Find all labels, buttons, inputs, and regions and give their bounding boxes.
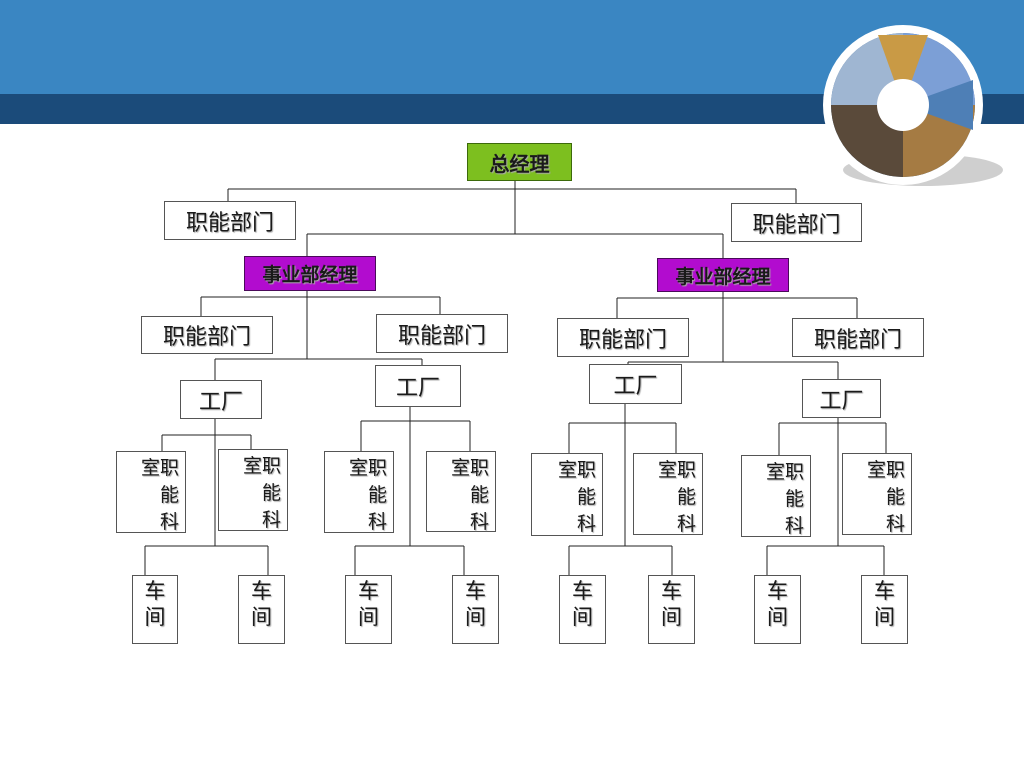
workshop-text-line-1: 车 [767,579,788,603]
decorative-photo-circle [823,25,1003,186]
section-text-line-3: 科 [885,513,905,535]
section-text-line-1: 室职 [140,457,179,479]
section-text-line-2: 能 [367,484,387,506]
section-text-line-1: 室职 [866,459,905,481]
section-text-line-3: 科 [469,511,489,533]
workshop-box: 车 间 [238,575,285,644]
functional-dept-box: 职能部门 [164,201,296,240]
workshop-box: 车 间 [648,575,695,644]
workshop-box: 车 间 [452,575,499,644]
section-box: 室职 能 科 [116,451,186,533]
workshop-text-line-1: 车 [661,579,682,603]
factory-box: 工厂 [180,380,262,419]
section-text-line-2: 能 [261,482,281,504]
workshop-text-line-1: 车 [251,579,272,603]
workshop-text-line-2: 间 [874,605,895,629]
section-text-line-3: 科 [367,511,387,533]
workshop-text-line-2: 间 [572,605,593,629]
workshop-text-line-1: 车 [358,579,379,603]
section-text-line-1: 室职 [242,455,281,477]
section-text-line-2: 能 [469,484,489,506]
functional-dept-box: 职能部门 [376,314,508,353]
functional-dept-box: 职能部门 [792,318,924,357]
factory-box: 工厂 [375,365,461,407]
division-manager-box: 事业部经理 [244,256,376,291]
factory-box: 工厂 [802,379,881,418]
workshop-text-line-2: 间 [661,605,682,629]
workshop-text-line-1: 车 [144,579,166,603]
workshop-text-line-1: 车 [572,579,593,603]
workshop-box: 车 间 [861,575,908,644]
section-text-line-1: 室职 [765,461,804,483]
section-text-line-2: 能 [885,486,905,508]
workshop-text-line-2: 间 [358,605,379,629]
division-manager-box: 事业部经理 [657,258,789,292]
factory-box: 工厂 [589,364,682,404]
section-box: 室职 能 科 [324,451,394,533]
section-box: 室职 能 科 [426,451,496,533]
functional-dept-box: 职能部门 [557,318,689,357]
section-box: 室职 能 科 [531,453,603,536]
workshop-box: 车 间 [345,575,392,644]
workshop-box: 车 间 [754,575,801,644]
workshop-text-line-2: 间 [767,605,788,629]
section-text-line-1: 室职 [450,457,489,479]
section-text-line-3: 科 [576,513,596,535]
section-text-line-2: 能 [676,486,696,508]
section-text-line-3: 科 [261,509,281,531]
section-text-line-1: 室职 [557,459,596,481]
section-text-line-2: 能 [576,486,596,508]
workshop-text-line-1: 车 [465,579,486,603]
section-box: 室职 能 科 [842,453,912,535]
section-text-line-2: 能 [784,488,804,510]
functional-dept-box: 职能部门 [731,203,862,242]
section-box: 室职 能 科 [218,449,288,531]
section-text-line-2: 能 [159,484,179,506]
section-box: 室职 能 科 [741,455,811,537]
workshop-text-line-2: 间 [144,605,166,629]
section-text-line-3: 科 [676,513,696,535]
section-text-line-1: 室职 [348,457,387,479]
workshop-text-line-2: 间 [251,605,272,629]
general-manager-box: 总经理 [467,143,572,181]
functional-dept-box: 职能部门 [141,316,273,354]
workshop-box: 车 间 [132,575,178,644]
section-text-line-1: 室职 [657,459,696,481]
workshop-text-line-1: 车 [874,579,895,603]
workshop-text-line-2: 间 [465,605,486,629]
section-text-line-3: 科 [784,515,804,537]
section-text-line-3: 科 [159,511,179,533]
workshop-box: 车 间 [559,575,606,644]
section-box: 室职 能 科 [633,453,703,535]
